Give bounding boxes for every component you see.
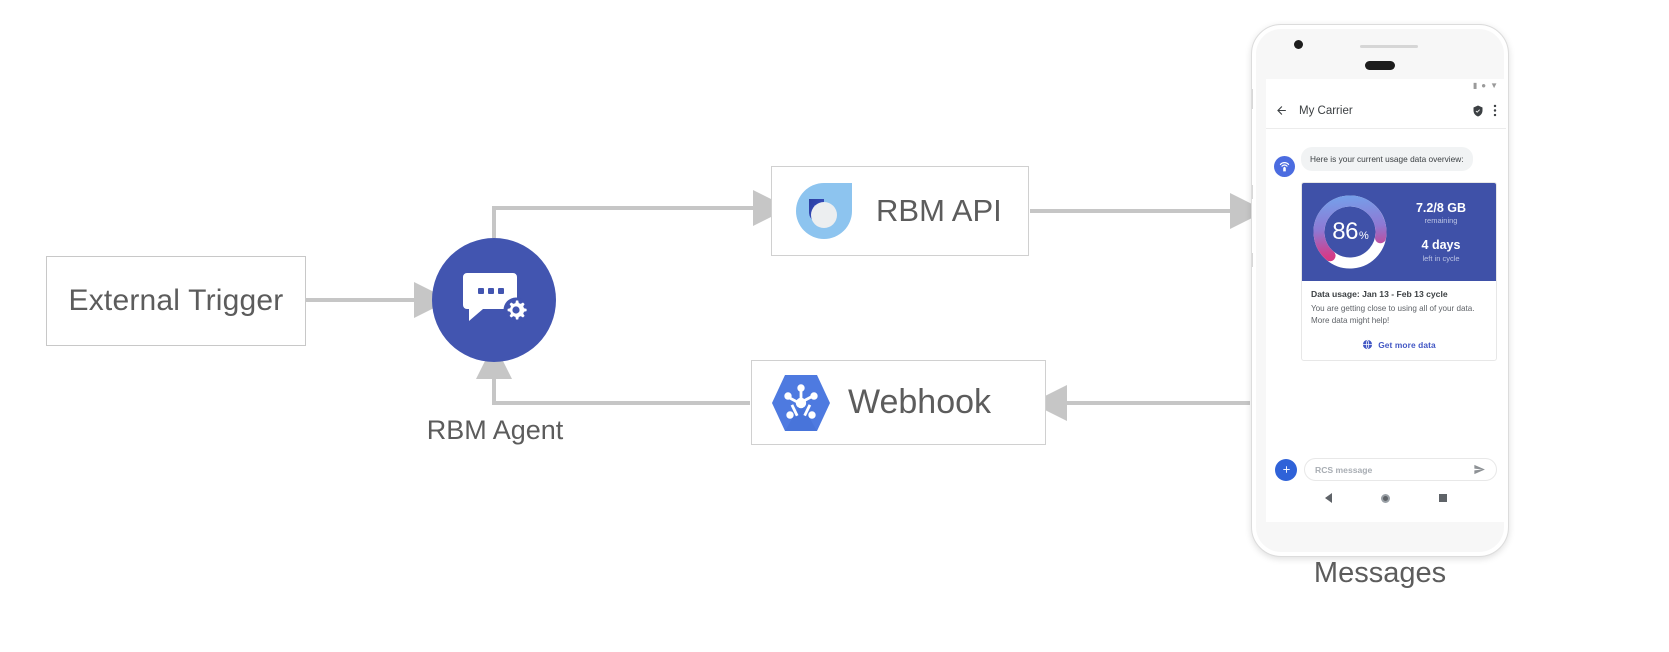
intro-message-bubble: Here is your current usage data overview…: [1301, 147, 1473, 172]
rbm-api-node[interactable]: RBM API: [771, 166, 1029, 256]
messages-caption: Messages: [1313, 557, 1447, 589]
conversation-title: My Carrier: [1299, 104, 1353, 117]
power-button[interactable]: [1252, 89, 1253, 109]
chat-gear-icon: [463, 273, 529, 323]
rbm-agent-node[interactable]: [432, 238, 556, 362]
avatar: [1274, 156, 1295, 177]
webhook-label: Webhook: [848, 383, 992, 421]
phone-sensor-line: [1360, 45, 1418, 48]
nav-back-icon[interactable]: [1324, 493, 1332, 503]
data-usage-rich-card[interactable]: 86% 7.2/8 GB remaining 4 days left in cy…: [1301, 182, 1497, 362]
phone-screen: ▮ ● ▼ My Carrier: [1266, 79, 1506, 522]
android-nav-bar: [1266, 485, 1506, 511]
signal-icon: ▮: [1472, 81, 1478, 90]
rbm-api-label: RBM API: [876, 193, 1002, 228]
volume-up-button[interactable]: [1252, 185, 1253, 199]
send-icon[interactable]: [1473, 463, 1486, 476]
card-description-line-2: More data might help!: [1311, 315, 1390, 325]
wifi-icon: ●: [1481, 81, 1487, 90]
earpiece-speaker: [1365, 61, 1395, 70]
battery-icon: ▼: [1490, 81, 1498, 90]
gauge-percent-value: 86: [1332, 218, 1358, 245]
usage-gauge: 86%: [1308, 190, 1392, 274]
data-remaining-value: 7.2/8 GB: [1415, 200, 1467, 215]
nav-recents-icon[interactable]: [1439, 494, 1448, 502]
back-arrow-icon[interactable]: [1275, 104, 1288, 117]
broadcast-antenna-icon: [1279, 162, 1290, 172]
hero-stats: 7.2/8 GB remaining 4 days left in cycle: [1392, 201, 1496, 264]
gauge-arc: [1313, 195, 1387, 269]
status-bar: ▮ ● ▼: [1266, 79, 1506, 93]
rbm-api-logo: [796, 183, 852, 239]
data-remaining-label: remaining: [1424, 216, 1458, 226]
conversation-header: My Carrier: [1266, 93, 1506, 129]
gauge-percent-symbol: %: [1358, 230, 1369, 242]
front-camera-icon: [1294, 40, 1303, 49]
nav-home-icon[interactable]: [1380, 493, 1390, 503]
webhook-hexagon-icon: [772, 374, 830, 431]
rbm-agent-label: RBM Agent: [426, 415, 564, 445]
card-body: Data usage: Jan 13 - Feb 13 cycle You ar…: [1302, 281, 1496, 330]
card-title: Data usage: Jan 13 - Feb 13 cycle: [1311, 289, 1448, 299]
volume-down-button[interactable]: [1252, 253, 1253, 267]
external-trigger-label: External Trigger: [68, 284, 284, 317]
agent-message-row: Here is your current usage data overview…: [1266, 129, 1506, 177]
external-trigger-node[interactable]: External Trigger: [46, 256, 306, 346]
rcs-message-placeholder: RCS message: [1315, 464, 1373, 475]
gauge-value: 86%: [1308, 190, 1392, 274]
overflow-menu-icon[interactable]: [1493, 104, 1497, 117]
webhook-node[interactable]: Webhook: [751, 360, 1046, 445]
globe-icon: [1363, 340, 1373, 350]
add-attachment-button[interactable]: [1275, 458, 1297, 481]
conversation-thread: Here is your current usage data overview…: [1266, 129, 1506, 511]
days-left-value: 4 days: [1421, 238, 1461, 252]
days-left-label: left in cycle: [1422, 253, 1460, 263]
card-description-line-1: You are getting close to using all of yo…: [1311, 304, 1475, 313]
card-hero: 86% 7.2/8 GB remaining 4 days left in cy…: [1302, 183, 1496, 281]
phone-mockup: ▮ ● ▼ My Carrier: [1251, 24, 1509, 557]
message-composer: RCS message: [1266, 458, 1506, 481]
get-more-data-label: Get more data: [1378, 339, 1436, 350]
plus-icon: [1282, 466, 1290, 473]
rcs-message-input[interactable]: RCS message: [1304, 458, 1497, 481]
verified-shield-icon[interactable]: [1472, 105, 1484, 117]
get-more-data-button[interactable]: Get more data: [1302, 330, 1496, 360]
